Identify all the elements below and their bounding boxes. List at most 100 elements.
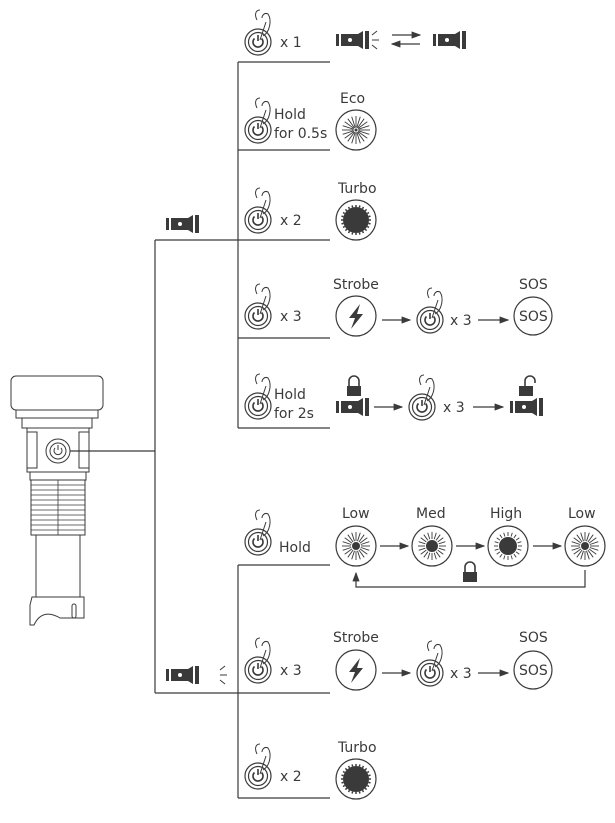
power-button-press-icon xyxy=(244,187,272,234)
light-ray xyxy=(435,534,441,541)
flashlight-illustration xyxy=(10,375,104,626)
light-ray xyxy=(517,541,522,544)
light-ray xyxy=(359,537,368,544)
light-ray xyxy=(358,764,361,767)
flashlight-icon xyxy=(510,398,543,416)
svg-text:x 2: x 2 xyxy=(280,769,302,785)
light-ray xyxy=(368,774,371,777)
light-ray xyxy=(358,549,365,558)
light-ray xyxy=(360,547,370,551)
power-button-press-icon xyxy=(244,373,272,420)
light-ray xyxy=(513,553,517,558)
turbo-mode-icon xyxy=(335,758,377,800)
light-ray xyxy=(435,551,441,558)
sos-mode-icon xyxy=(513,296,553,336)
lock-icon xyxy=(346,375,362,397)
light-ray xyxy=(360,541,370,545)
light-ray xyxy=(589,541,599,545)
light-rays-icon xyxy=(371,30,380,50)
light-ray xyxy=(342,541,352,545)
light-ray xyxy=(351,132,356,144)
svg-text:Hold: Hold xyxy=(279,540,311,556)
light-ray xyxy=(438,547,446,551)
light-ray xyxy=(361,765,365,769)
light-ray xyxy=(357,550,361,560)
light-ray xyxy=(342,770,346,774)
light-ray xyxy=(356,116,361,128)
svg-text:Low: Low xyxy=(568,506,596,522)
light-ray xyxy=(368,215,371,218)
svg-text:High: High xyxy=(490,506,522,522)
row-double-click: x 2 Turbo xyxy=(244,181,377,241)
light-ray xyxy=(361,789,365,793)
light-ray xyxy=(576,549,583,558)
flashlight-off-icon xyxy=(166,215,199,233)
light-ray xyxy=(358,125,370,130)
light-ray xyxy=(351,550,355,560)
light-ray xyxy=(437,537,444,543)
light-ray xyxy=(366,770,370,774)
light-ray xyxy=(344,787,348,791)
power-button-press-icon xyxy=(416,640,444,687)
svg-text:Strobe: Strobe xyxy=(333,630,379,646)
light-ray xyxy=(423,534,429,541)
light-ray xyxy=(341,781,344,784)
light-ray xyxy=(347,789,351,793)
svg-text:x 3: x 3 xyxy=(280,309,302,325)
light-ray xyxy=(358,791,361,794)
light-ray xyxy=(437,549,444,555)
light-ray xyxy=(571,541,581,545)
light-ray xyxy=(573,537,582,544)
row-triple-click-on: x 3 Strobe x 3 SOS SOS xyxy=(244,630,553,691)
light-ray xyxy=(344,767,348,771)
light-ray xyxy=(342,125,354,130)
power-button-press-icon xyxy=(416,287,444,334)
light-ray xyxy=(587,534,594,543)
power-button-press-icon xyxy=(244,283,272,330)
power-button-press-icon xyxy=(244,637,272,684)
connector-lines xyxy=(70,61,330,799)
light-ray xyxy=(515,537,520,541)
turbo-mode-icon xyxy=(335,199,377,241)
light-ray xyxy=(347,230,351,234)
light-ray xyxy=(342,130,354,135)
svg-text:Low: Low xyxy=(342,506,370,522)
med-mode-icon xyxy=(411,525,453,567)
light-ray xyxy=(342,211,346,215)
light-ray xyxy=(499,553,503,558)
strobe-mode-icon xyxy=(335,649,377,691)
light-ray xyxy=(580,550,584,560)
light-ray xyxy=(586,550,590,560)
light-ray xyxy=(364,228,368,232)
light-ray xyxy=(586,532,590,542)
low-mode-icon xyxy=(564,525,606,567)
light-ray xyxy=(351,205,354,208)
row-hold-cycle: Hold Low Med High Low xyxy=(244,506,606,588)
light-ray xyxy=(359,548,368,555)
row-double-click-on: x 2 Turbo xyxy=(244,740,377,800)
row-hold-two-seconds: Hold for 2s x 3 xyxy=(244,373,543,422)
light-ray xyxy=(344,228,348,232)
light-ray xyxy=(503,532,506,537)
svg-text:for 2s: for 2s xyxy=(274,406,314,422)
light-ray xyxy=(427,552,431,560)
power-button-press-icon xyxy=(244,743,272,790)
light-ray xyxy=(494,548,499,551)
svg-text:Strobe: Strobe xyxy=(333,277,379,293)
light-ray xyxy=(344,208,348,212)
light-ray xyxy=(368,781,371,784)
light-ray xyxy=(344,548,353,555)
light-ray xyxy=(494,541,499,544)
light-ray xyxy=(576,534,583,543)
light-ray xyxy=(341,222,344,225)
light-ray xyxy=(351,791,354,794)
light-ray xyxy=(420,537,427,543)
light-ray xyxy=(351,532,355,542)
light-ray xyxy=(423,551,429,558)
light-ray xyxy=(347,131,355,142)
light-ray xyxy=(510,555,513,560)
light-ray xyxy=(517,548,522,551)
power-button-press-icon xyxy=(408,374,436,421)
light-ray xyxy=(420,549,427,555)
light-ray xyxy=(347,549,354,558)
